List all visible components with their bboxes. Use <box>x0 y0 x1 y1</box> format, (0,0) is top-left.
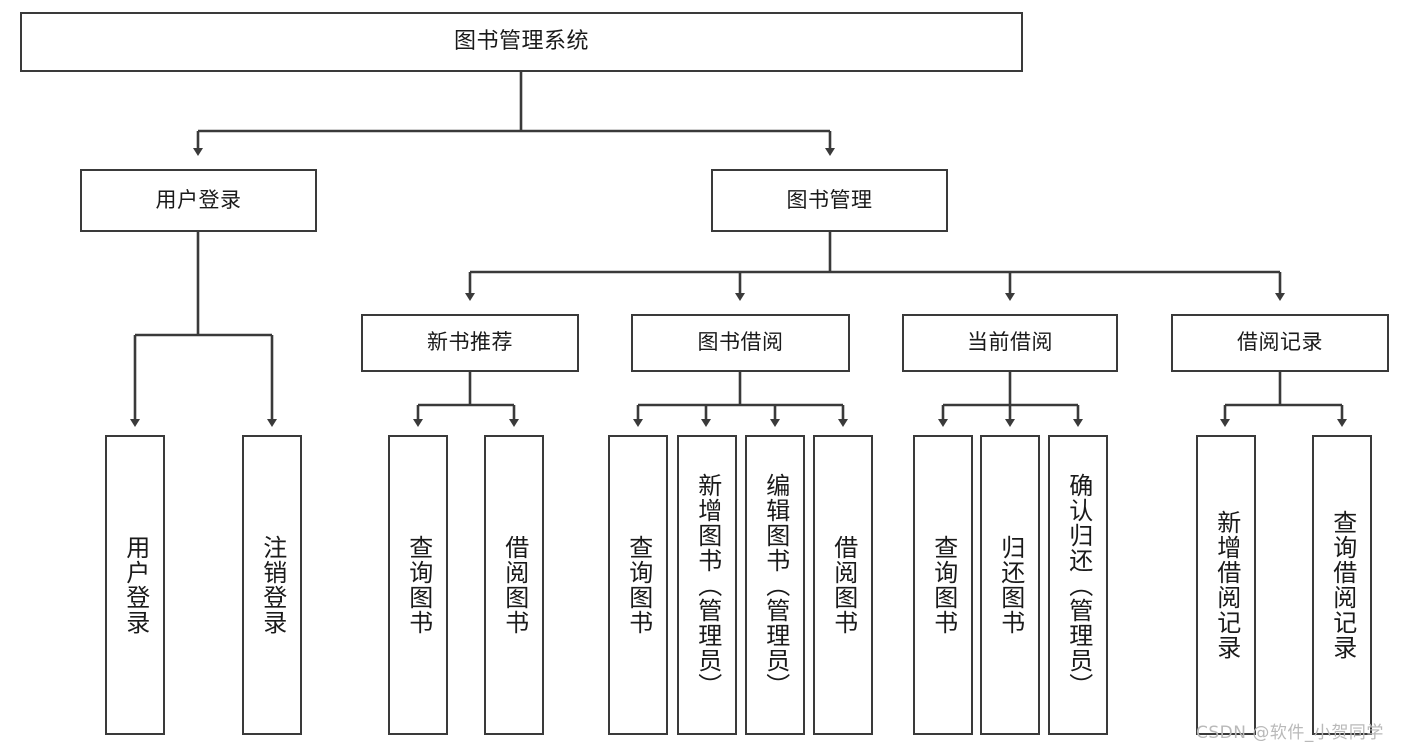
node-leaf-edit-book-admin[interactable]: 编辑图书（管理员） <box>745 435 805 735</box>
node-label: 注销登录 <box>258 535 287 635</box>
node-leaf-return-book[interactable]: 归还图书 <box>980 435 1040 735</box>
node-leaf-add-borrow-record[interactable]: 新增借阅记录 <box>1196 435 1256 735</box>
node-leaf-search-borrow-record[interactable]: 查询借阅记录 <box>1312 435 1372 735</box>
node-current-borrow[interactable]: 当前借阅 <box>902 314 1118 372</box>
node-label: 确认归还（管理员） <box>1064 472 1093 698</box>
node-label: 查询图书 <box>404 535 433 635</box>
node-leaf-search-book-nb[interactable]: 查询图书 <box>388 435 448 735</box>
node-leaf-borrow-book-bb[interactable]: 借阅图书 <box>813 435 873 735</box>
node-label: 查询借阅记录 <box>1328 510 1357 660</box>
node-leaf-user-login[interactable]: 用户登录 <box>105 435 165 735</box>
node-borrow-record[interactable]: 借阅记录 <box>1171 314 1389 372</box>
node-label: 编辑图书（管理员） <box>761 472 790 698</box>
watermark-label: CSDN @软件_小贺同学 <box>1196 723 1384 743</box>
node-label: 查询图书 <box>929 535 958 635</box>
node-leaf-logout[interactable]: 注销登录 <box>242 435 302 735</box>
node-user-login[interactable]: 用户登录 <box>80 169 317 232</box>
node-label: 图书管理 <box>786 187 873 212</box>
node-label: 新书推荐 <box>427 330 513 355</box>
node-label: 借阅图书 <box>829 535 858 635</box>
node-label: 图书管理系统 <box>453 28 589 54</box>
node-book-borrow[interactable]: 图书借阅 <box>631 314 850 372</box>
node-label: 借阅图书 <box>500 535 529 635</box>
node-label: 归还图书 <box>996 535 1025 635</box>
node-label: 用户登录 <box>155 187 242 212</box>
node-label: 当前借阅 <box>967 330 1053 355</box>
node-leaf-search-book-bb[interactable]: 查询图书 <box>608 435 668 735</box>
node-label: 用户登录 <box>121 535 150 635</box>
node-root-system[interactable]: 图书管理系统 <box>20 12 1023 72</box>
node-label: 图书借阅 <box>697 330 784 355</box>
node-leaf-confirm-return-admin[interactable]: 确认归还（管理员） <box>1048 435 1108 735</box>
node-leaf-borrow-book-nb[interactable]: 借阅图书 <box>484 435 544 735</box>
node-label: 新增借阅记录 <box>1212 510 1241 660</box>
node-leaf-search-book-cb[interactable]: 查询图书 <box>913 435 973 735</box>
node-label: 查询图书 <box>624 535 653 635</box>
node-book-management[interactable]: 图书管理 <box>711 169 948 232</box>
node-label: 新增图书（管理员） <box>693 472 722 698</box>
node-new-book-recommend[interactable]: 新书推荐 <box>361 314 579 372</box>
node-leaf-add-book-admin[interactable]: 新增图书（管理员） <box>677 435 737 735</box>
node-label: 借阅记录 <box>1237 330 1323 355</box>
